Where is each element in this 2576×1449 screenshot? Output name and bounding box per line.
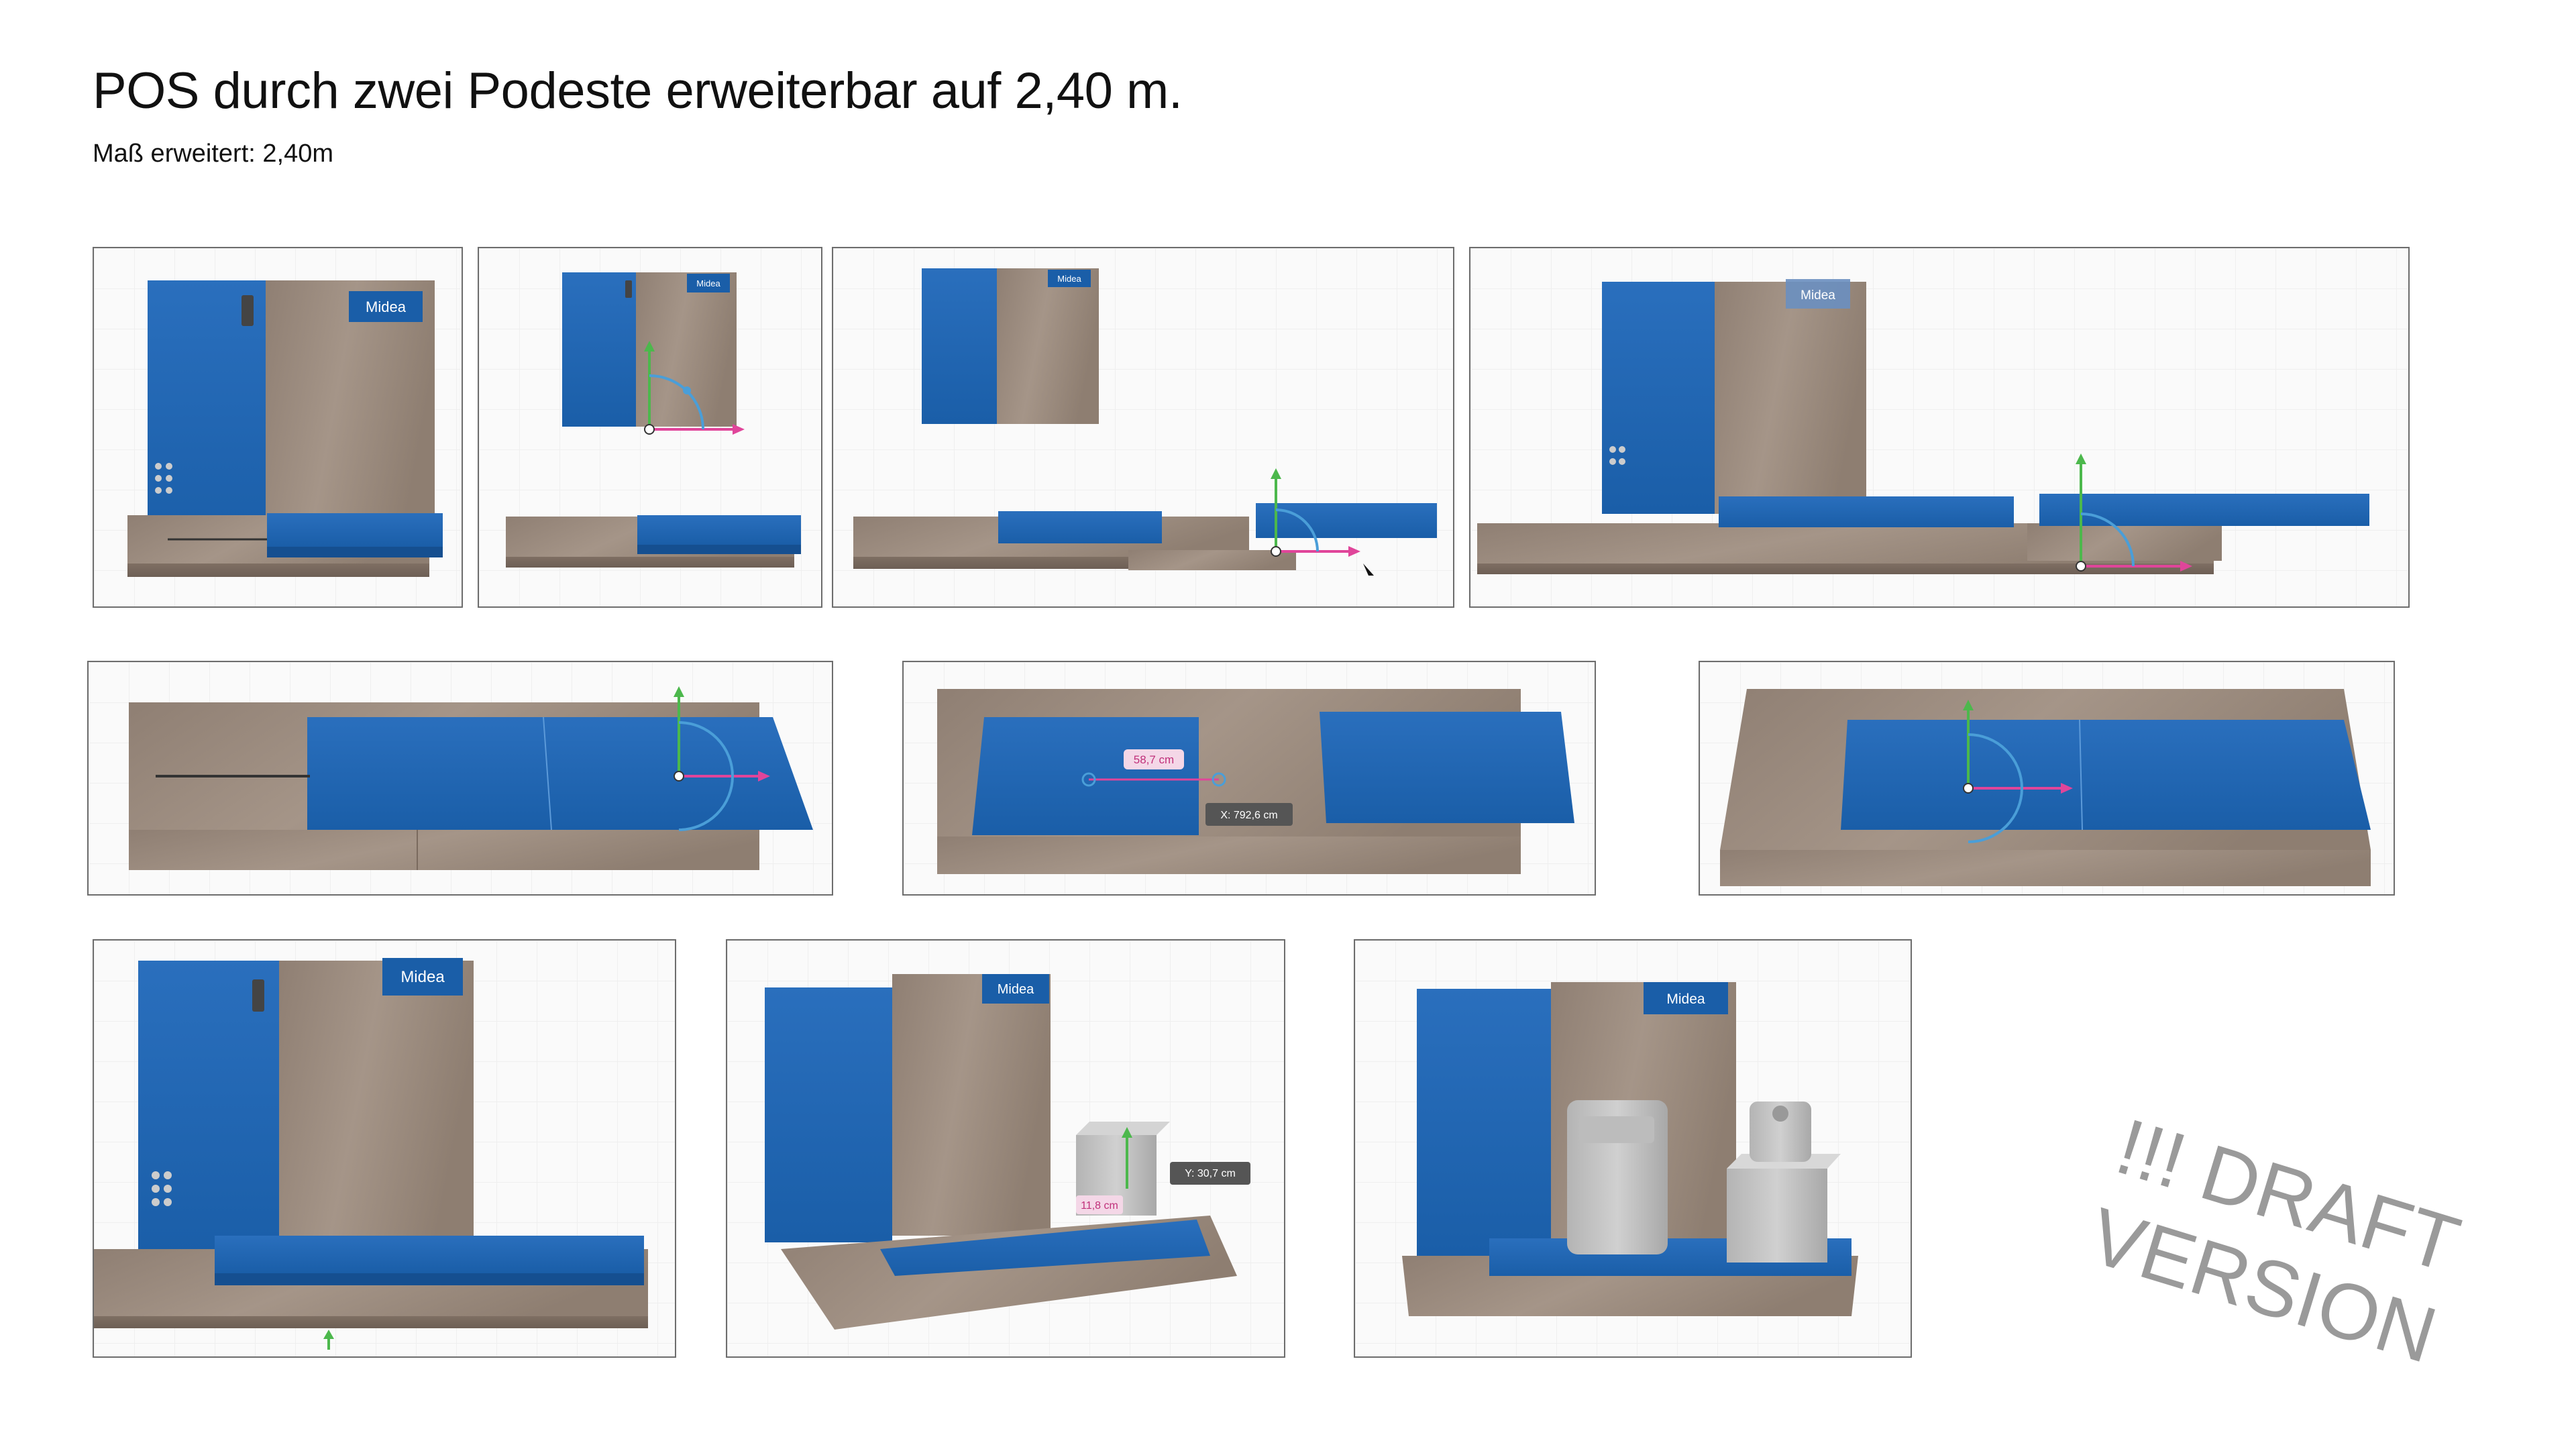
midea-logo-text: Midea (366, 299, 407, 315)
render-panel-4[interactable]: Midea (1469, 247, 2410, 608)
render-panel-2[interactable]: Midea (478, 247, 822, 608)
page-subtitle: Maß erweitert: 2,40m (93, 140, 333, 168)
render-1-svg: Midea (94, 248, 462, 606)
svg-text:Midea: Midea (1801, 288, 1835, 303)
svg-text:Midea: Midea (1666, 991, 1705, 1007)
render-2-svg: Midea (479, 248, 821, 606)
transform-gizmo[interactable] (2076, 453, 2192, 572)
render-panel-3[interactable]: Midea (832, 247, 1454, 608)
transform-gizmo[interactable] (1122, 1127, 1132, 1189)
svg-text:Midea: Midea (998, 982, 1034, 997)
render-panel-1[interactable]: Midea (93, 247, 463, 608)
render-panel-10[interactable]: Midea (1354, 939, 1912, 1358)
render-panel-9[interactable]: Midea 11,8 cm Y: 30,7 cm (726, 939, 1285, 1358)
render-panel-6[interactable]: 58,7 cm X: 792,6 cm (902, 661, 1596, 896)
podest-left[interactable] (972, 717, 1199, 835)
render-8-svg: Midea (94, 941, 675, 1356)
render-panel-5[interactable] (87, 661, 833, 896)
blue-podest (267, 513, 443, 547)
render-10-svg: Midea (1355, 941, 1911, 1356)
coordinate-tooltip: Y: 30,7 cm (1185, 1168, 1236, 1179)
render-5-svg (89, 662, 832, 894)
draft-watermark: !!! DRAFT VERSION (2079, 1100, 2531, 1401)
transform-gizmo[interactable] (644, 341, 745, 435)
measure-tool[interactable]: 58,7 cm X: 792,6 cm (1081, 749, 1293, 826)
display-wood-wall (266, 280, 435, 555)
transform-gizmo[interactable] (1963, 700, 2073, 843)
dimension-label: 11,8 cm (1081, 1200, 1118, 1212)
render-panel-8[interactable]: Midea (93, 939, 676, 1358)
cursor-icon (1363, 564, 1374, 576)
transform-gizmo[interactable] (674, 686, 770, 831)
render-6-svg: 58,7 cm X: 792,6 cm (904, 662, 1595, 894)
render-panel-7[interactable] (1699, 661, 2395, 896)
svg-text:Midea: Midea (400, 968, 445, 986)
portable-ac-unit (1567, 1100, 1668, 1254)
midea-logo (349, 291, 423, 322)
svg-text:Midea: Midea (1057, 274, 1081, 284)
podest-right[interactable] (1320, 712, 1574, 823)
page-title: POS durch zwei Podeste erweiterbar auf 2… (93, 62, 1183, 119)
render-4-svg: Midea (1470, 248, 2408, 606)
render-3-svg: Midea (833, 248, 1453, 606)
render-7-svg (1700, 662, 2394, 894)
display-side-panel (148, 280, 266, 555)
dimension-label: 58,7 cm (1134, 753, 1174, 766)
coordinate-tooltip: X: 792,6 cm (1220, 810, 1277, 821)
render-9-svg: Midea 11,8 cm Y: 30,7 cm (727, 941, 1284, 1356)
svg-text:Midea: Midea (696, 278, 720, 288)
control-buttons (155, 463, 172, 494)
pedestal-cube (1727, 1154, 1841, 1263)
transform-gizmo[interactable] (1271, 468, 1360, 557)
dehumidifier-unit (1750, 1102, 1811, 1162)
phone-holder (241, 295, 254, 326)
